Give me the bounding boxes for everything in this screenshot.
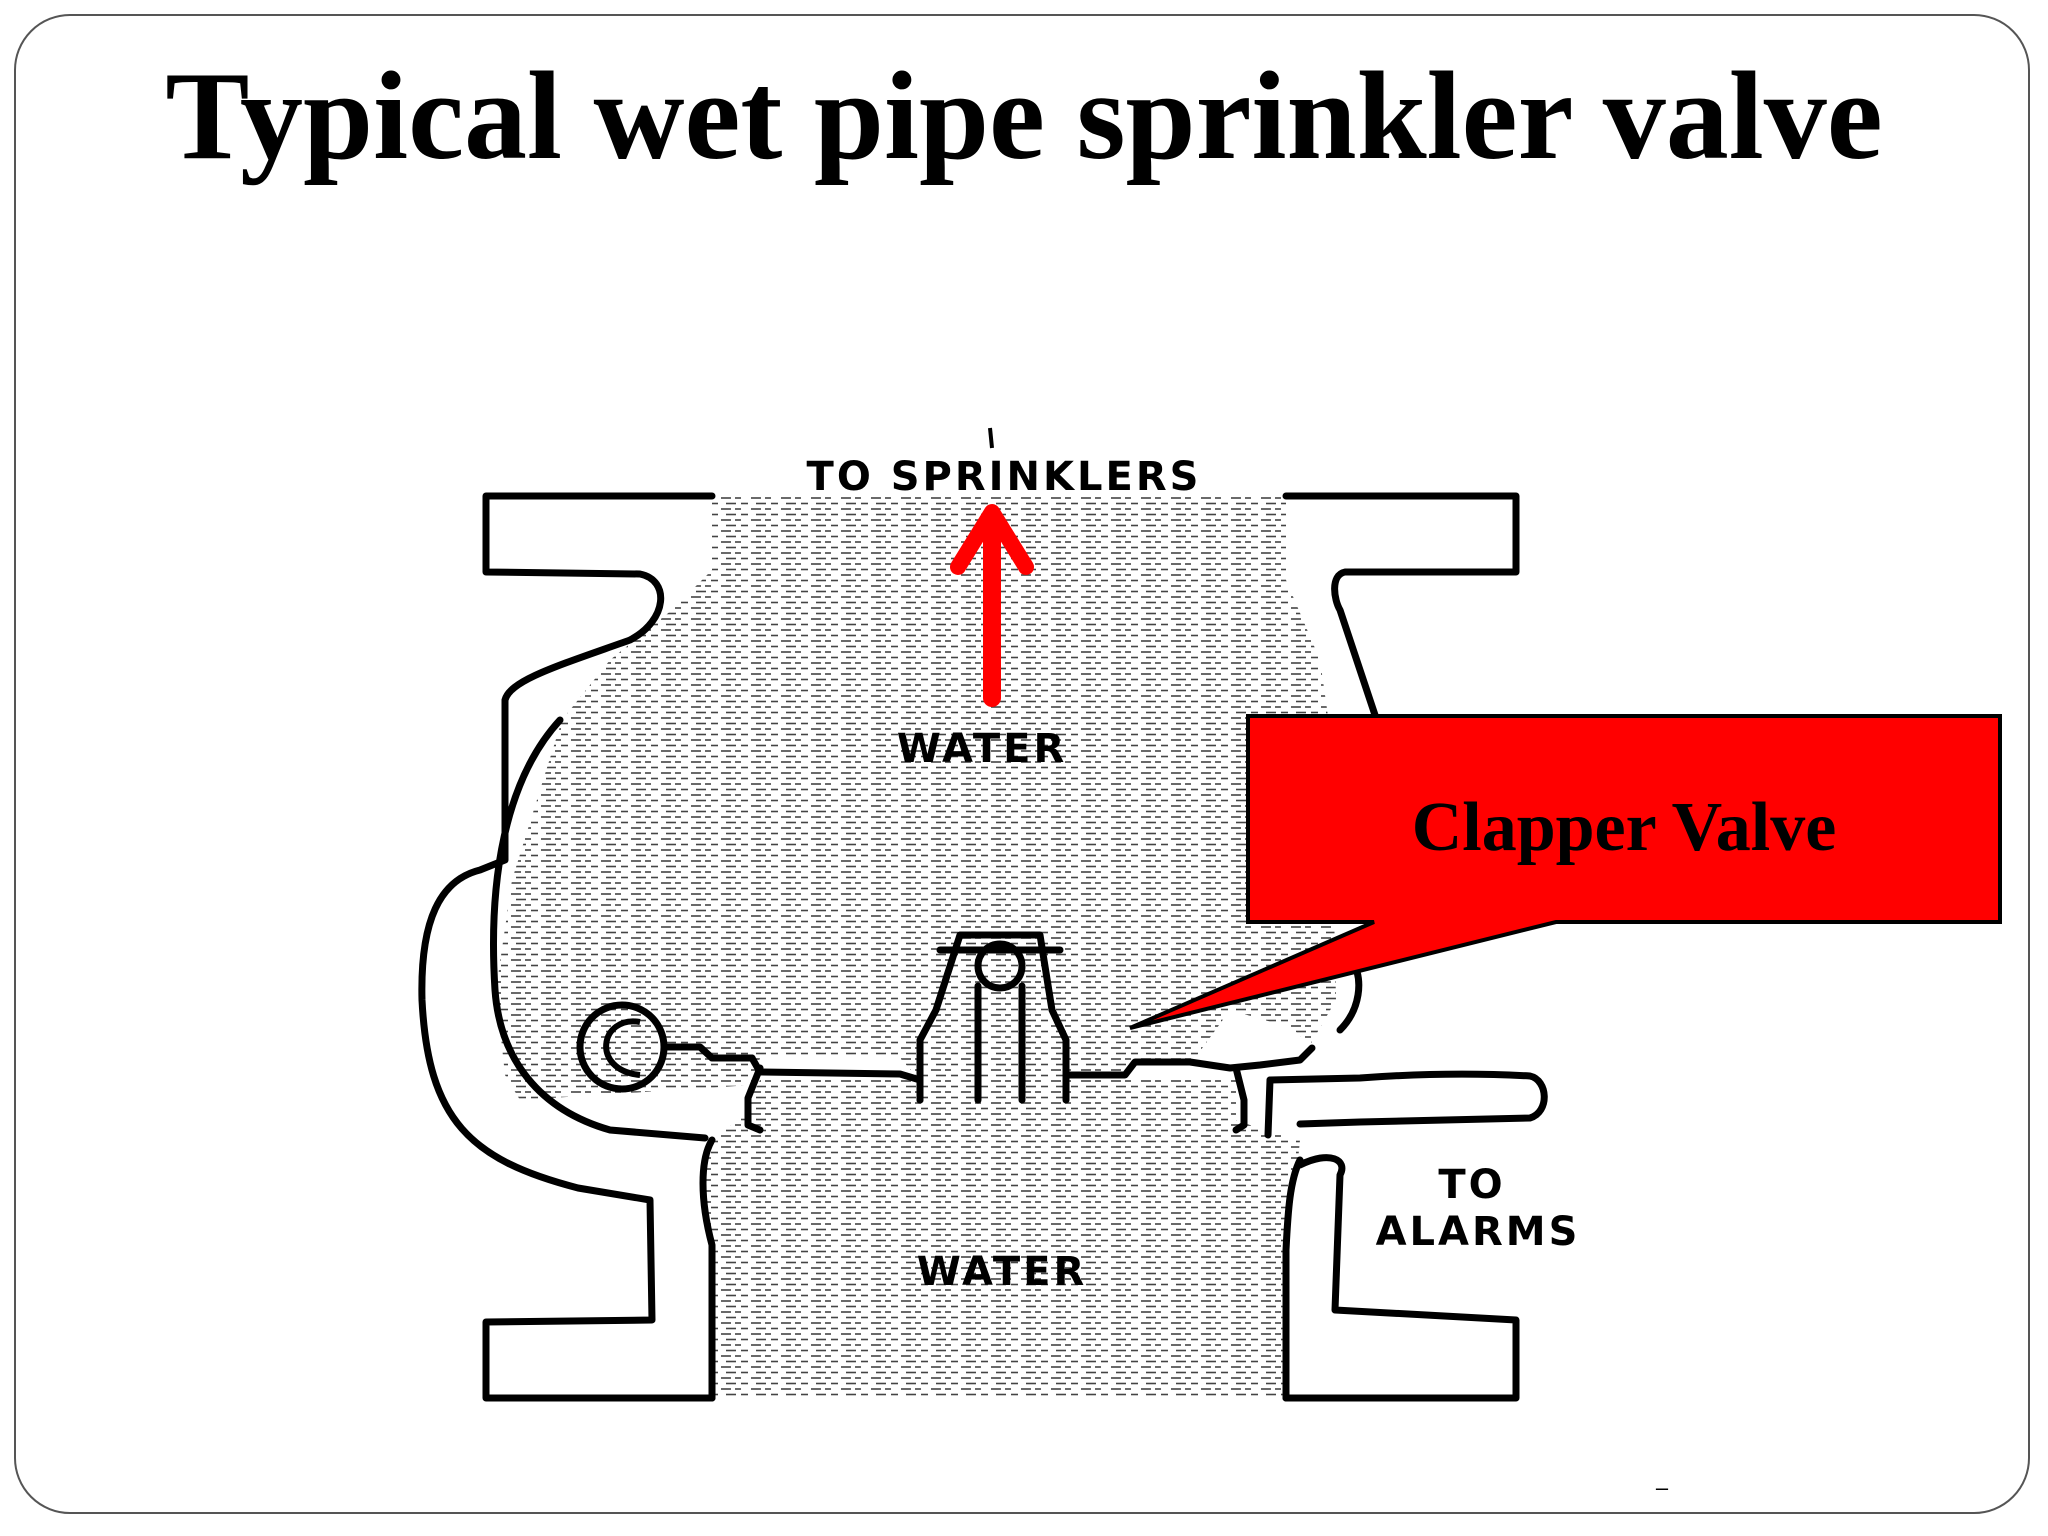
flow-arrow [950, 504, 1034, 707]
lower-water-chamber [702, 1080, 1300, 1398]
upper-water-chamber [496, 496, 1336, 1100]
clapper-valve-callout-box [1129, 714, 2002, 1030]
to-alarms-label-line1: TO [1438, 1162, 1505, 1208]
callout-label: Clapper Valve [1412, 789, 1837, 866]
hinge-pin [603, 1018, 641, 1078]
slide-title: Typical wet pipe sprinkler valve [165, 47, 1883, 186]
to-sprinklers-label: TO SPRINKLERS [807, 454, 1202, 500]
outlet-tick [988, 427, 994, 449]
to-alarms-label-line2: ALARMS [1376, 1209, 1581, 1255]
footer-mark: – [1656, 1475, 1669, 1500]
water-upper-label: WATER [897, 726, 1068, 772]
water-lower-label: WATER [917, 1249, 1088, 1295]
